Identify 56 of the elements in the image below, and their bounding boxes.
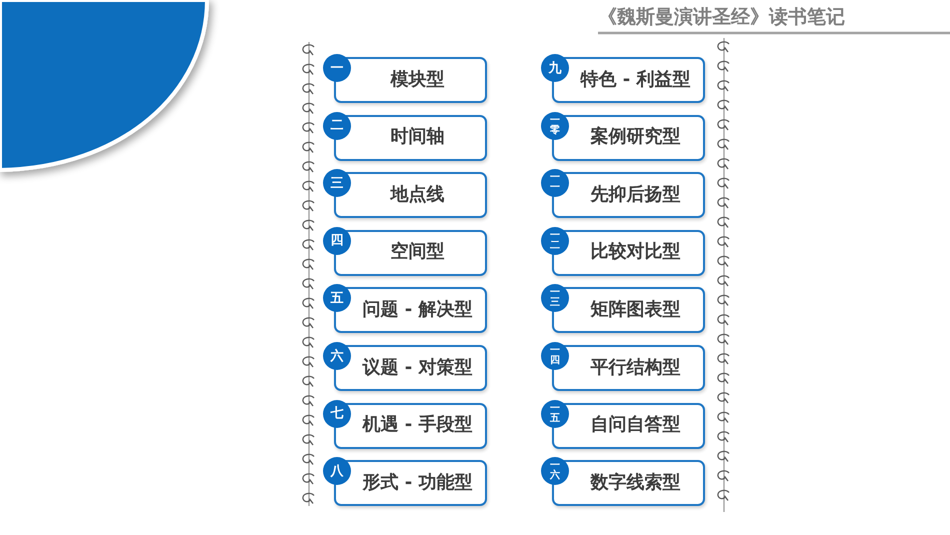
item-label: 地点线 [390, 184, 444, 206]
badge-numeral: 四 [330, 234, 344, 248]
list-card [552, 230, 705, 276]
item-label: 比较对比型 [590, 242, 680, 264]
number-badge [323, 54, 351, 82]
item-label: 模块型 [390, 70, 444, 90]
number-badge [323, 342, 351, 370]
badge-numeral: 一四 [550, 346, 560, 366]
badge-numeral: 六 [330, 350, 344, 362]
list-card [552, 402, 705, 449]
number-badge [323, 112, 351, 140]
number-badge [323, 400, 351, 428]
badge-numeral: 一 [330, 62, 344, 74]
badge-numeral: 一零 [550, 116, 560, 136]
item-label: 矩阵图表型 [590, 300, 680, 321]
item-label: 议题 - 对策型 [362, 358, 472, 378]
number-badge [541, 54, 569, 82]
badge-numeral: 三 [330, 176, 344, 190]
item-label: 空间型 [390, 242, 444, 264]
number-badge [541, 342, 569, 370]
badge-numeral: 七 [330, 407, 344, 420]
list-card [552, 345, 705, 391]
item-label: 数字线索型 [590, 472, 680, 494]
list-card [552, 114, 705, 161]
number-badge [541, 284, 569, 312]
item-label: 自问自答型 [590, 415, 680, 436]
number-badge [541, 226, 569, 255]
badge-numeral: 八 [330, 464, 344, 478]
number-badge [323, 226, 351, 255]
number-badge [541, 400, 569, 428]
item-label: 机遇 - 手段型 [362, 415, 472, 436]
number-badge [541, 169, 569, 198]
item-label: 问题 - 解决型 [362, 300, 472, 321]
item-label: 特色 - 利益型 [580, 70, 690, 90]
item-label: 形式 - 功能型 [362, 472, 472, 494]
item-label: 时间轴 [390, 127, 444, 148]
item-label: 平行结构型 [590, 358, 680, 378]
badge-numeral: 一一 [550, 173, 560, 194]
badge-numeral: 九 [548, 62, 562, 74]
list-card [552, 172, 705, 218]
number-badge [323, 284, 351, 312]
badge-numeral: 二 [330, 119, 344, 132]
number-badge [323, 457, 351, 486]
badge-numeral: 一五 [550, 404, 560, 424]
item-label: 先抑后扬型 [590, 184, 680, 206]
item-label: 案例研究型 [590, 127, 680, 148]
number-badge [323, 169, 351, 198]
badge-numeral: 一二 [550, 230, 560, 251]
list-card [552, 287, 705, 334]
badge-numeral: 一六 [550, 461, 560, 482]
badge-numeral: 一三 [550, 288, 560, 308]
number-badge [541, 457, 569, 486]
list-card [334, 57, 487, 103]
number-badge [541, 112, 569, 140]
badge-numeral: 五 [330, 292, 344, 305]
header-title: 《魏斯曼演讲圣经》读书笔记 [598, 6, 845, 29]
